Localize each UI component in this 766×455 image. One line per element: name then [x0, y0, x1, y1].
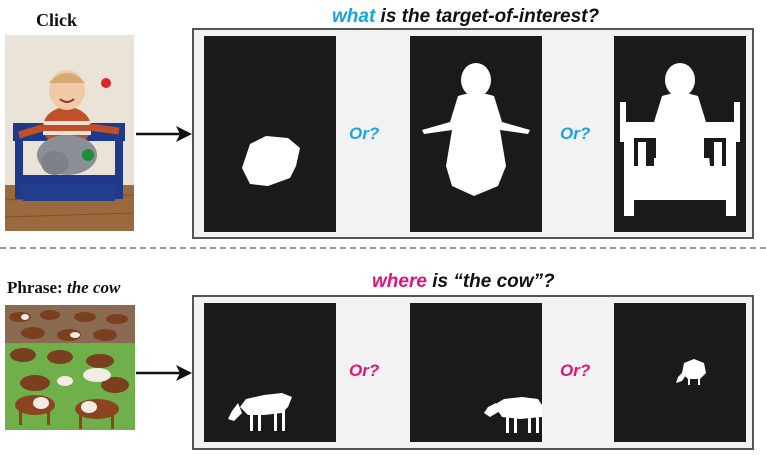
click-point-green: [82, 149, 94, 161]
or-label-1: Or?: [349, 124, 380, 143]
mask-option-3: [614, 303, 746, 442]
mask-option-1: [204, 36, 336, 232]
mask-option-1: [204, 303, 336, 442]
bottom-mask-panel: Or? Or?: [192, 295, 754, 450]
cow-herd-photo: [5, 305, 135, 430]
or-label-2: Or?: [560, 361, 591, 380]
phrase-prefix: Phrase:: [7, 278, 63, 297]
or-label-1: Or?: [349, 361, 380, 380]
click-label: Click: [36, 10, 78, 30]
mask-option-3: [614, 36, 746, 232]
arrow-icon: [136, 126, 192, 142]
click-point-red: [101, 78, 111, 88]
question-text: is “the cow”?: [426, 271, 555, 292]
baby-photo: [4, 35, 135, 231]
phrase-text: the cow: [66, 278, 121, 297]
mask-option-2: [410, 36, 542, 232]
phrase-label: Phrase: the cow: [7, 278, 120, 298]
mask-option-2: [410, 303, 542, 442]
question-keyword-where: where: [372, 271, 427, 292]
bottom-question: where is “the cow”?: [372, 271, 555, 293]
top-mask-panel: Or? Or?: [192, 28, 754, 239]
or-label-2: Or?: [560, 124, 591, 143]
question-text: is the target-of-interest?: [375, 6, 600, 27]
top-question: what is the target-of-interest?: [332, 6, 599, 28]
arrow-icon: [136, 365, 192, 381]
section-divider: [0, 247, 766, 249]
question-keyword-what: what: [332, 6, 376, 27]
